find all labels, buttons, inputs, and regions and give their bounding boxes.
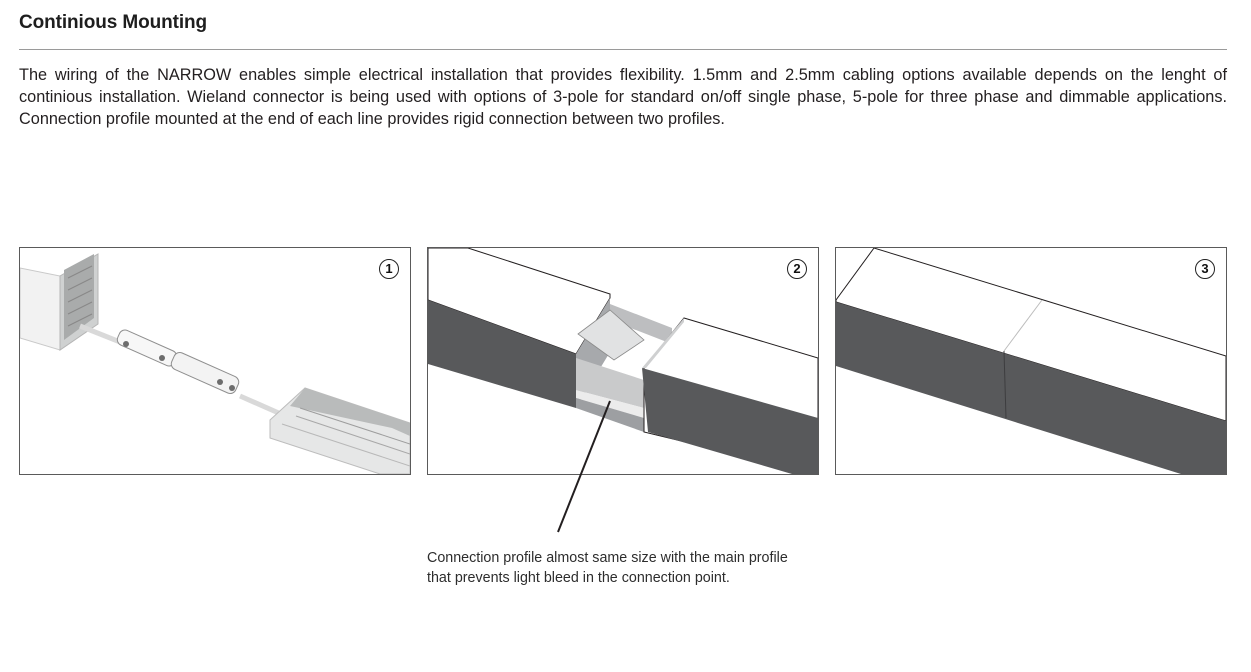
- connector-illustration: [20, 253, 410, 474]
- step-number-badge: 2: [787, 259, 807, 279]
- illustration-panel-3: 3: [835, 247, 1227, 475]
- step-number-badge: 1: [379, 259, 399, 279]
- connection-profile-illustration: [428, 248, 818, 474]
- illustration-panel-1: 1: [19, 247, 411, 475]
- title-divider: [19, 49, 1227, 50]
- section-title: Continious Mounting: [19, 12, 208, 33]
- step-number-badge: 3: [1195, 259, 1215, 279]
- caption-line-2: that prevents light bleed in the connect…: [427, 570, 730, 586]
- description-paragraph: The wiring of the NARROW enables simple …: [19, 66, 1227, 128]
- joined-profiles-illustration: [836, 248, 1226, 474]
- illustration-panel-2: 2: [427, 247, 819, 475]
- callout-caption: Connection profile almost same size with…: [427, 548, 827, 588]
- caption-line-1: Connection profile almost same size with…: [427, 550, 788, 566]
